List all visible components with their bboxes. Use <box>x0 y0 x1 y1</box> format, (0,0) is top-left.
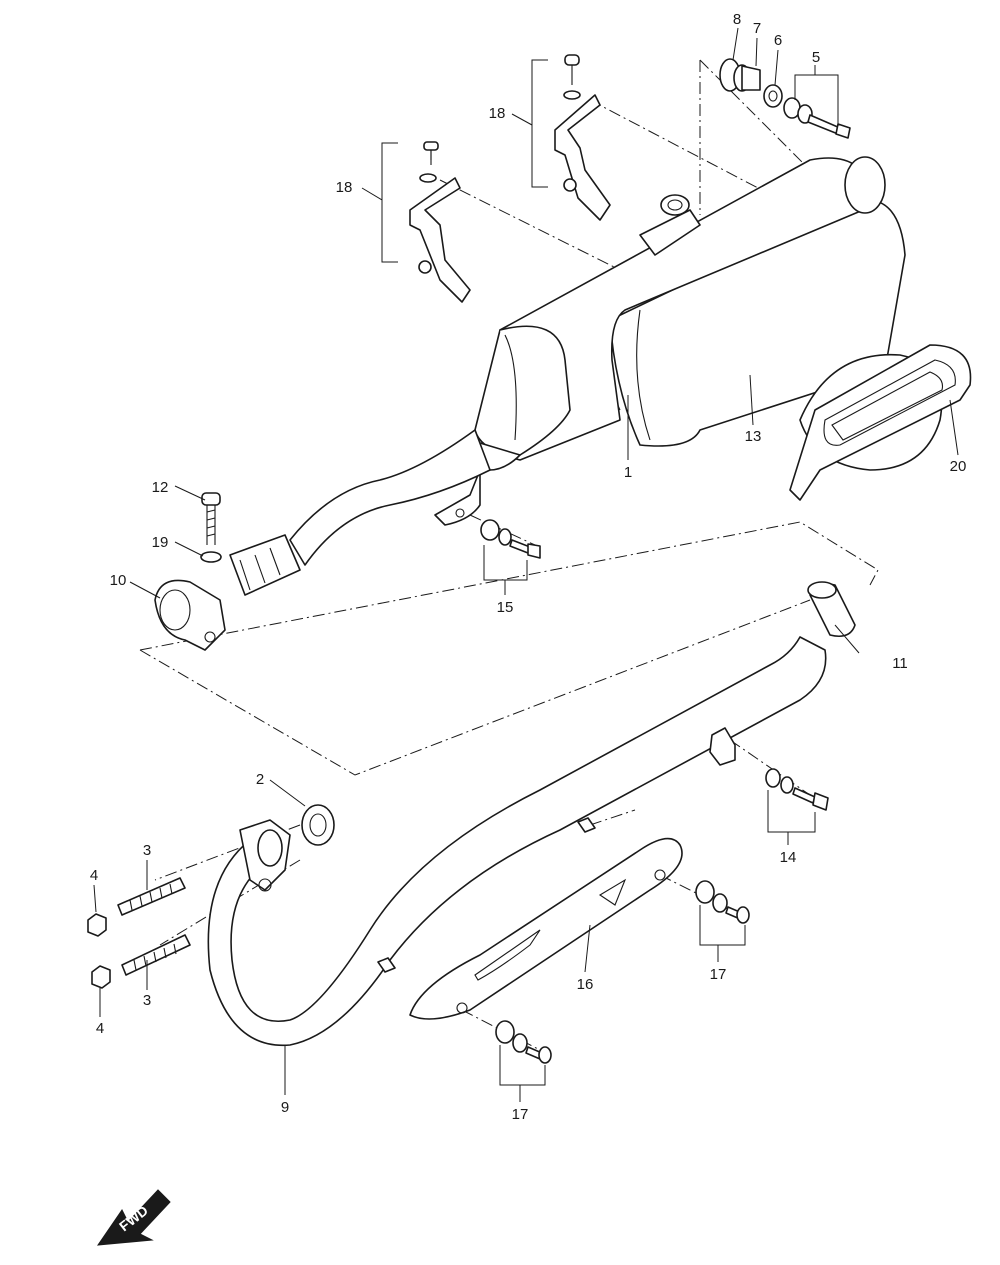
callout-5: 5 <box>812 49 820 66</box>
clamp-assembly-10-12-19 <box>154 492 226 651</box>
exhaust-pipe-9 <box>207 636 827 1047</box>
callout-3-lower: 3 <box>143 992 151 1009</box>
callout-8: 8 <box>733 11 741 28</box>
bracket-18-left <box>409 141 471 303</box>
callout-1: 1 <box>624 464 632 481</box>
muffler-protector-20 <box>789 344 972 501</box>
callout-14: 14 <box>780 849 797 866</box>
gasket-2 <box>301 804 335 846</box>
bolt-set-15 <box>480 519 541 559</box>
callout-9: 9 <box>281 1099 289 1116</box>
screw-set-17-upper <box>695 880 750 924</box>
bracket-18-right <box>554 54 611 221</box>
mount-hardware-5-8 <box>719 58 851 139</box>
callout-17-upper: 17 <box>710 966 727 983</box>
callout-3-upper: 3 <box>143 842 151 859</box>
gasket-11 <box>807 581 856 638</box>
callout-20: 20 <box>950 458 967 475</box>
callout-18-lower: 18 <box>336 179 353 196</box>
callout-leaders <box>93 27 959 1102</box>
callout-4-upper: 4 <box>90 867 98 884</box>
callout-12: 12 <box>152 479 169 496</box>
studs-and-nuts-3-4 <box>87 877 191 989</box>
muffler-inlet-pipe <box>229 429 491 596</box>
callout-18-upper: 18 <box>489 105 506 122</box>
callout-17-lower: 17 <box>512 1106 529 1123</box>
callout-10: 10 <box>110 572 127 589</box>
fwd-arrow-icon: FWD <box>96 1189 171 1246</box>
callout-2: 2 <box>256 771 264 788</box>
callout-6: 6 <box>774 32 782 49</box>
callout-19: 19 <box>152 534 169 551</box>
bolt-set-14 <box>765 768 829 811</box>
callout-13: 13 <box>745 428 762 445</box>
callout-4-lower: 4 <box>96 1020 104 1037</box>
callout-11: 11 <box>892 655 908 672</box>
callout-15: 15 <box>497 599 514 616</box>
callout-16: 16 <box>577 976 594 993</box>
callout-7: 7 <box>753 20 761 37</box>
callout-labels: 1 2 3 3 4 4 5 6 7 8 9 10 11 12 13 14 15 … <box>90 11 967 1123</box>
pipe-heat-guard-16 <box>409 837 683 1020</box>
screw-set-17-lower <box>495 1020 552 1064</box>
